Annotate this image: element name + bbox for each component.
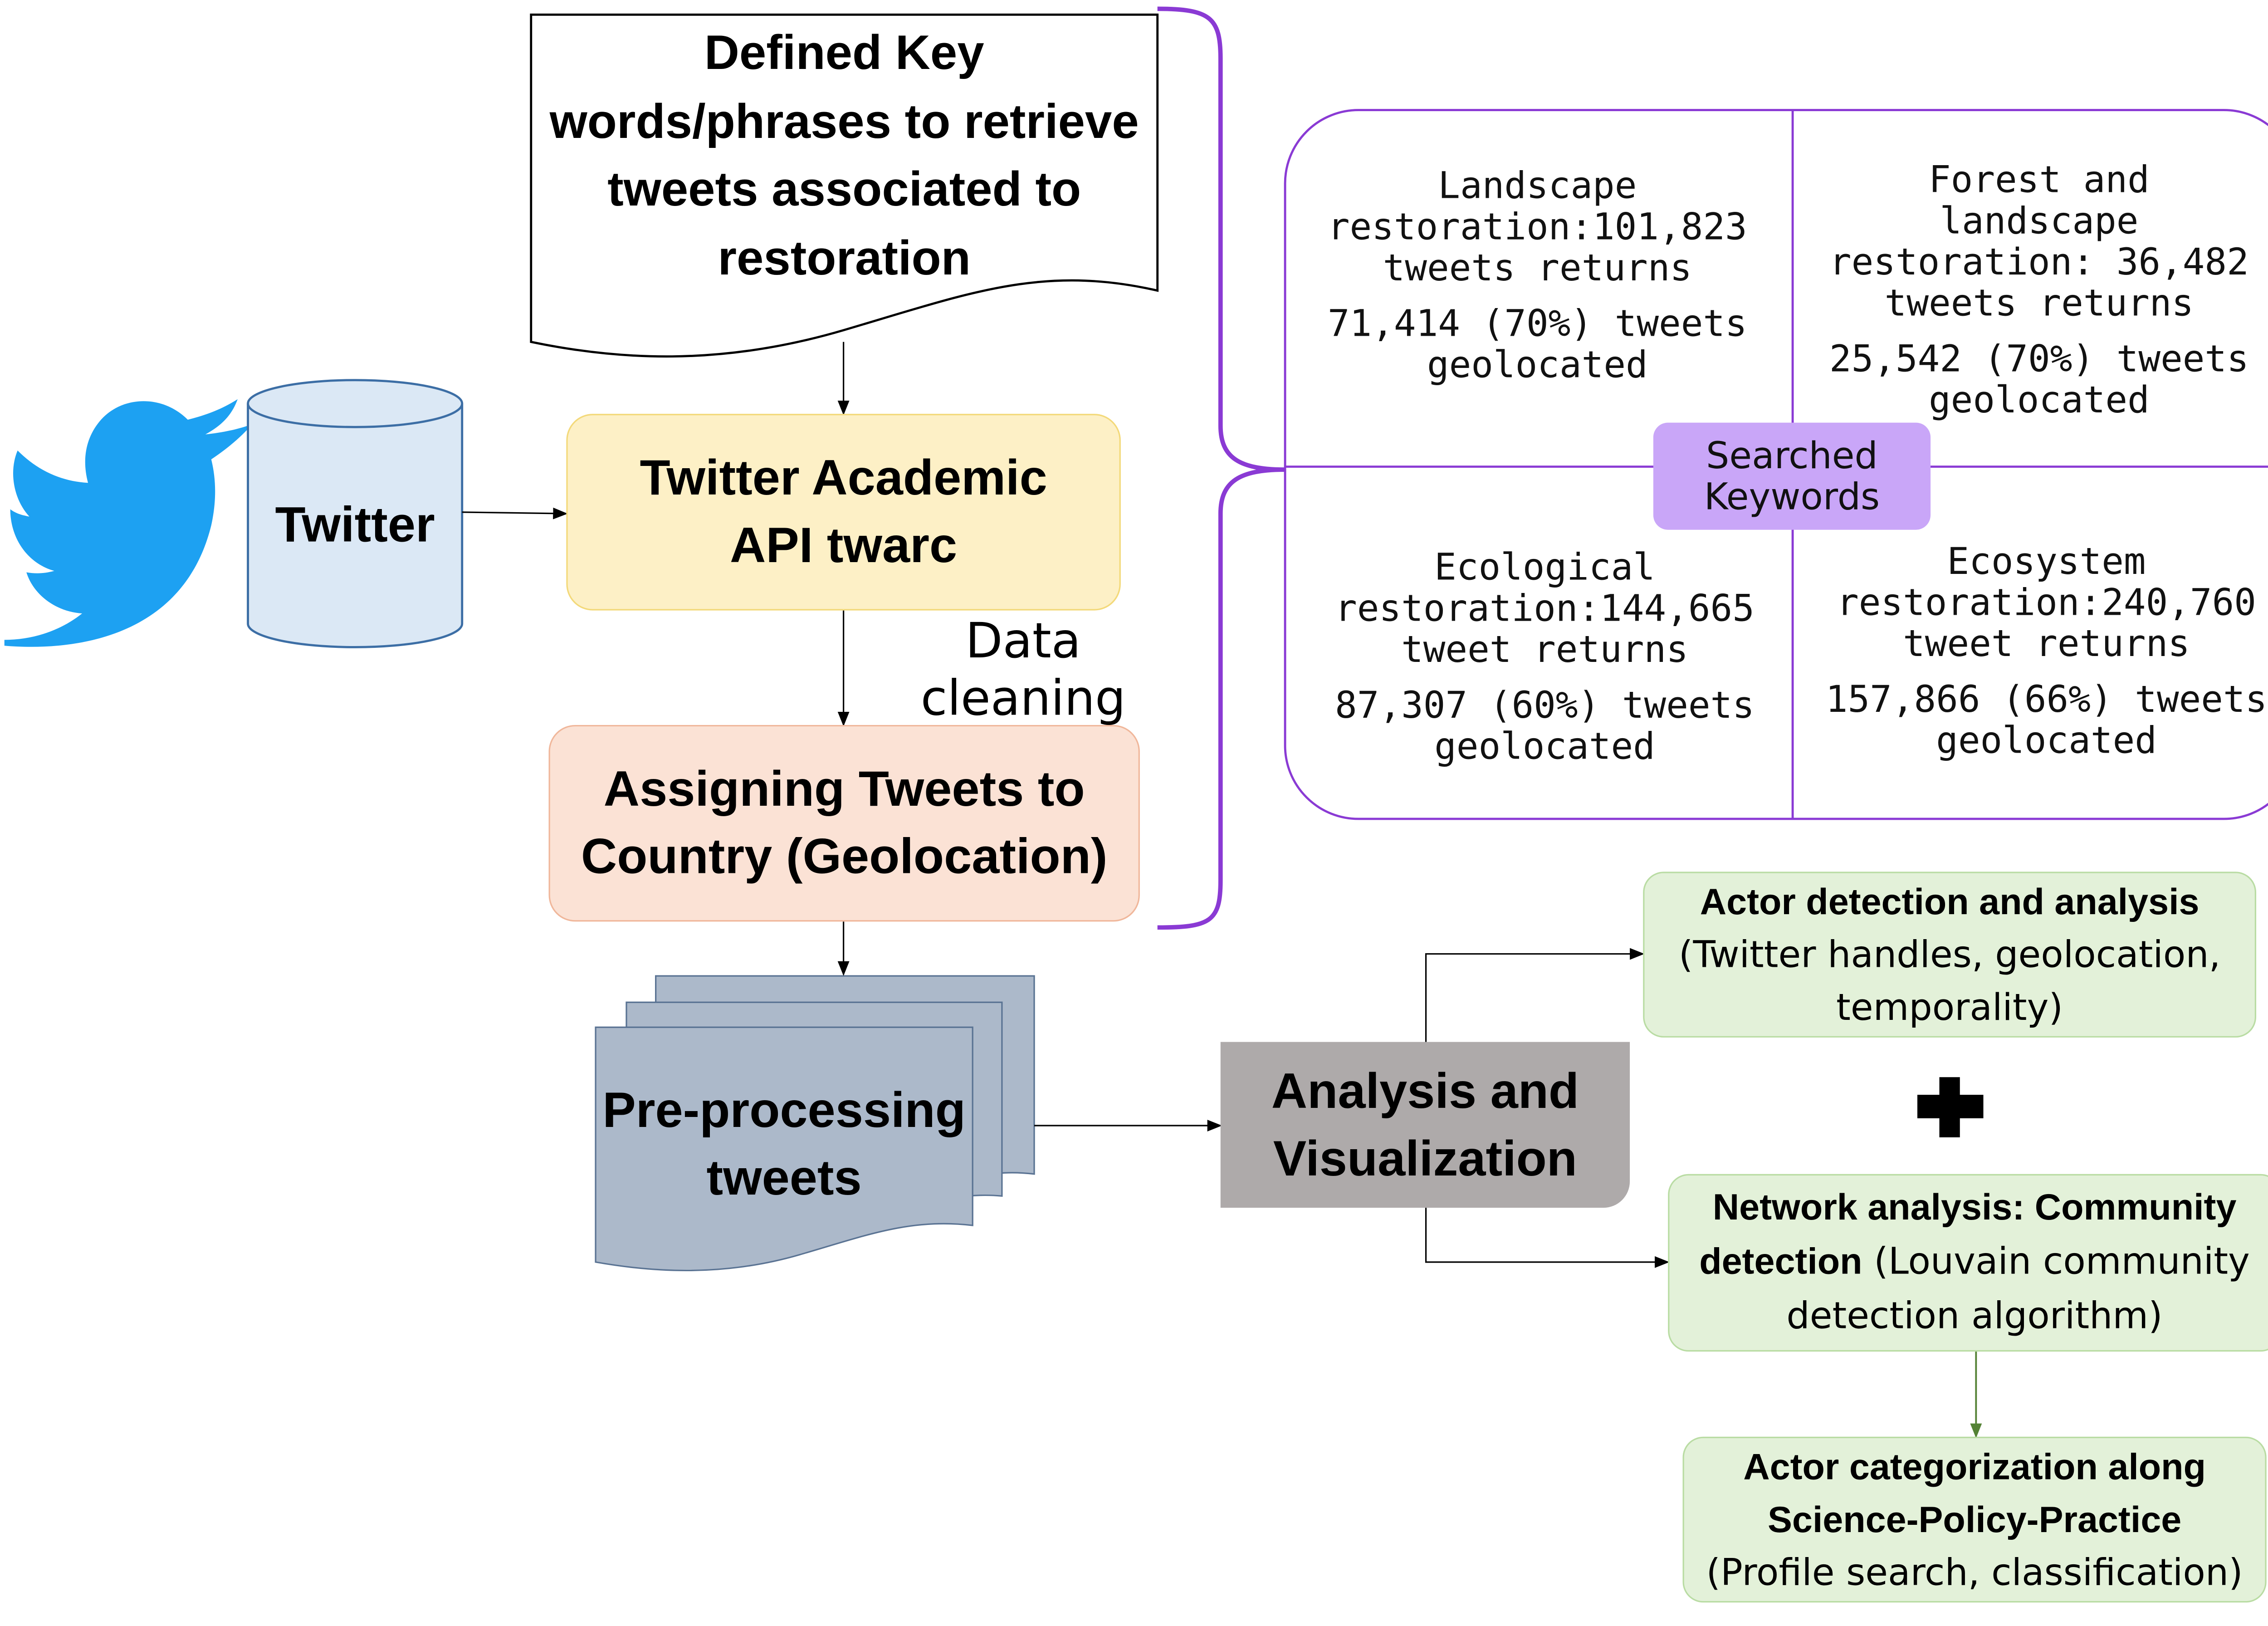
actor-detection-detail: (Twitter handles, geolocation, temporali…	[1678, 932, 2221, 1028]
searched-keywords-badge: Searched Keywords	[1653, 422, 1931, 530]
actor-categorization-box: Actor categorization along Science-Polic…	[1682, 1436, 2267, 1603]
quadrant-ecological: Ecological restoration:144,665 tweet ret…	[1328, 546, 1762, 768]
quadrant-returns: Forest and landscape restoration: 36,482…	[1829, 158, 2249, 324]
actor-categorization-title: Actor categorization along Science-Polic…	[1743, 1446, 2206, 1540]
quadrant-returns: Ecosystem restoration:240,760 tweet retu…	[1837, 540, 2256, 665]
assign-box: Assigning Tweets to Country (Geolocation…	[548, 725, 1140, 922]
api-box: Twitter Academic API twarc	[566, 414, 1121, 611]
twitter-database-cylinder	[247, 379, 464, 648]
arrow-twitter-to-api	[462, 507, 568, 519]
data-cleaning-label: Data cleaning	[920, 612, 1126, 727]
quadrant-geolocated: 71,414 (70%) tweets geolocated	[1327, 302, 1747, 386]
quadrant-forest-landscape: Forest and landscape restoration: 36,482…	[1826, 158, 2252, 421]
actor-categorization-detail: (Profile search, classification)	[1706, 1550, 2243, 1593]
actor-detection-title: Actor detection and analysis	[1700, 881, 2200, 923]
quadrant-geolocated: 87,307 (60%) tweets geolocated	[1335, 684, 1755, 768]
twitter-bird-icon	[4, 399, 253, 647]
analysis-box: Analysis and Visualization	[1220, 1042, 1630, 1208]
actor-detection-box: Actor detection and analysis (Twitter ha…	[1643, 872, 2257, 1038]
network-analysis-title: Network analysis: Community detection	[1699, 1187, 2237, 1283]
network-analysis-box: Network analysis: Community detection (L…	[1668, 1174, 2268, 1352]
arrow-analysis-to-actor	[1425, 948, 1645, 1042]
preprocess-label: Pre-processing tweets	[602, 1083, 966, 1206]
keywords-document-shape	[530, 13, 1159, 358]
quadrant-geolocated: 157,866 (66%) tweets geolocated	[1825, 678, 2268, 762]
quadrant-landscape: Landscape restoration:101,823 tweets ret…	[1320, 164, 1755, 386]
plus-icon	[1917, 1077, 1984, 1137]
curly-brace	[1157, 6, 1286, 930]
arrow-analysis-to-network	[1425, 1208, 1670, 1268]
quadrant-returns: Ecological restoration:144,665 tweet ret…	[1335, 546, 1755, 671]
twitter-database-label: Twitter	[275, 496, 435, 553]
quadrant-returns: Landscape restoration:101,823 tweets ret…	[1327, 164, 1747, 289]
quadrant-geolocated: 25,542 (70%) tweets geolocated	[1829, 337, 2249, 421]
preprocess-stack	[595, 975, 1035, 1272]
keywords-document-text: Defined Key words/phrases to retrieve tw…	[549, 24, 1139, 284]
quadrant-ecosystem: Ecosystem restoration:240,760 tweet retu…	[1819, 540, 2268, 762]
network-analysis-detail: (Louvain community detection algorithm)	[1786, 1240, 2250, 1337]
